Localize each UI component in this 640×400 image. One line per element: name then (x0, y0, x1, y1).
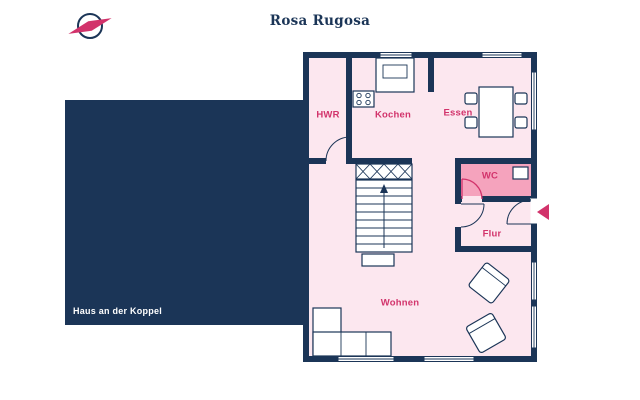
compass-icon (68, 13, 112, 39)
stove-hob (352, 90, 375, 108)
room-label-wc: WC (481, 170, 499, 182)
page-title: Rosa Rugosa (269, 13, 371, 29)
wc-sink (512, 166, 529, 180)
dining-chair (514, 92, 528, 105)
window (531, 261, 537, 301)
door-swings (325, 136, 532, 228)
dining-chair (514, 116, 528, 129)
room-label-flur: Flur (482, 228, 502, 240)
sofa (312, 307, 392, 357)
kitchen-counter (375, 57, 415, 93)
room-label-kochen: Kochen (374, 109, 412, 121)
room-label-essen: Essen (443, 107, 473, 119)
armchair (466, 313, 506, 353)
armchair (468, 262, 510, 304)
sideboard (361, 253, 395, 267)
door-wc (461, 178, 483, 200)
room-label-wohnen: Wohnen (380, 297, 420, 309)
site-block (65, 100, 310, 325)
window (423, 356, 475, 362)
door-entrance (506, 199, 532, 225)
stair-railing (355, 163, 413, 180)
floorplan (303, 52, 549, 362)
site-block-label: Haus an der Koppel (73, 306, 163, 316)
window (481, 52, 523, 58)
room-label-hwr: HWR (316, 109, 340, 121)
dining-table (464, 86, 528, 138)
entrance-opening (530, 197, 538, 225)
door-hwr (325, 136, 351, 162)
window (379, 52, 413, 58)
window (531, 71, 537, 131)
entrance-arrow-icon (537, 204, 549, 220)
dining-chair (464, 92, 478, 105)
window (337, 356, 395, 362)
window (531, 305, 537, 349)
door-flur (460, 203, 485, 228)
dining-chair (464, 116, 478, 129)
windows (337, 52, 537, 362)
staircase (355, 163, 413, 253)
